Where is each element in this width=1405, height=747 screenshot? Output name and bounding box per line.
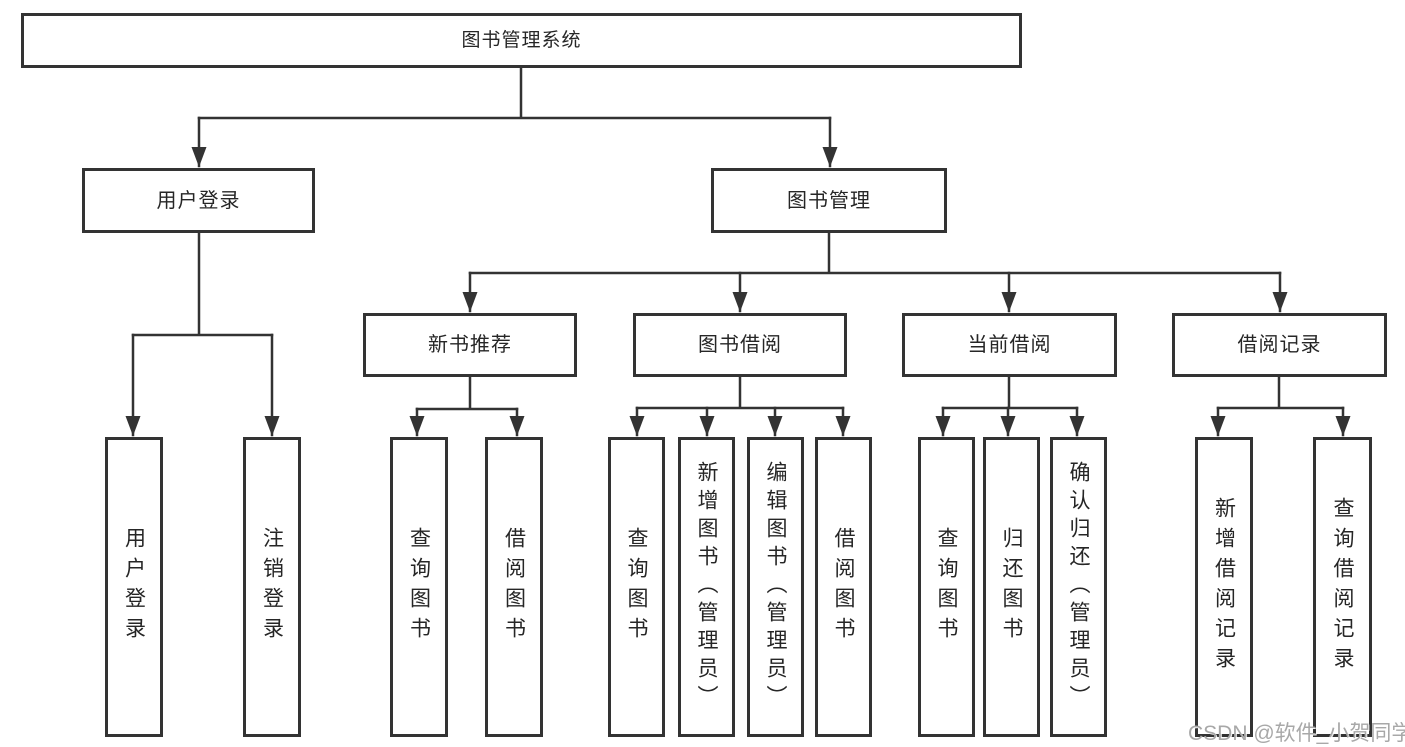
- csdn-watermark: CSDN @软件_小贺同学: [1188, 722, 1405, 745]
- leaf-borrow-book-recommend: 借阅图书: [485, 437, 543, 737]
- leaf-return-book: 归还图书: [983, 437, 1040, 737]
- leaf-edit-book-admin: 编辑图书（管理员）: [747, 437, 804, 737]
- leaf-borrow-book: 借阅图书: [815, 437, 872, 737]
- node-new-book-recommend: 新书推荐: [363, 313, 577, 377]
- leaf-query-book-recommend: 查询图书: [390, 437, 448, 737]
- node-book-borrowing: 图书借阅: [633, 313, 847, 377]
- leaf-logout-login: 注销登录: [243, 437, 301, 737]
- leaf-confirm-return-admin: 确认归还（管理员）: [1050, 437, 1107, 737]
- node-borrow-records: 借阅记录: [1172, 313, 1387, 377]
- node-user-login: 用户登录: [82, 168, 315, 233]
- node-library-management-system: 图书管理系统: [21, 13, 1022, 68]
- leaf-user-login: 用户登录: [105, 437, 163, 737]
- leaf-query-book-borrowing: 查询图书: [608, 437, 665, 737]
- node-current-borrowing: 当前借阅: [902, 313, 1117, 377]
- node-book-management: 图书管理: [711, 168, 947, 233]
- leaf-query-book-current: 查询图书: [918, 437, 975, 737]
- leaf-query-borrow-record: 查询借阅记录: [1313, 437, 1372, 737]
- leaf-add-borrow-record: 新增借阅记录: [1195, 437, 1253, 737]
- leaf-add-book-admin: 新增图书（管理员）: [678, 437, 735, 737]
